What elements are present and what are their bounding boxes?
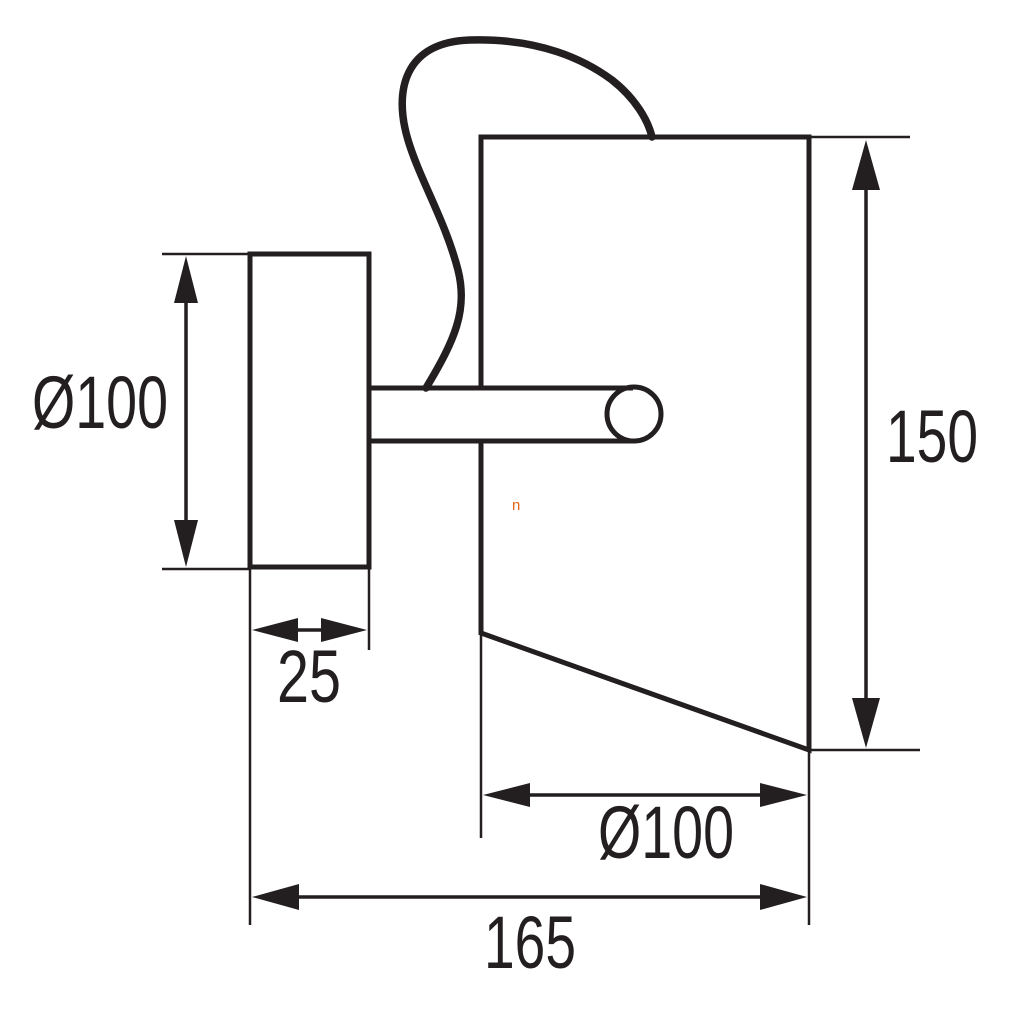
arm-pivot-joint	[604, 384, 664, 444]
label-base-depth: 25	[277, 635, 341, 718]
dimension-base-depth: 25	[252, 618, 367, 718]
dimension-shade-diameter: Ø100	[483, 783, 807, 874]
dimension-base-diameter: Ø100	[32, 256, 198, 567]
label-shade-height: 150	[886, 395, 978, 478]
power-cable	[398, 36, 656, 392]
mounting-arm	[369, 385, 633, 444]
watermark-text: n	[512, 497, 520, 514]
label-total-width: 165	[484, 901, 576, 984]
wall-base-plate	[247, 251, 372, 570]
label-shade-diameter: Ø100	[598, 791, 734, 874]
dimension-total-width: 165	[252, 884, 807, 984]
label-base-diameter: Ø100	[32, 361, 168, 444]
extension-lines	[162, 135, 920, 925]
lamp-shade-outline	[478, 134, 812, 754]
dimension-shade-height: 150	[852, 140, 978, 748]
